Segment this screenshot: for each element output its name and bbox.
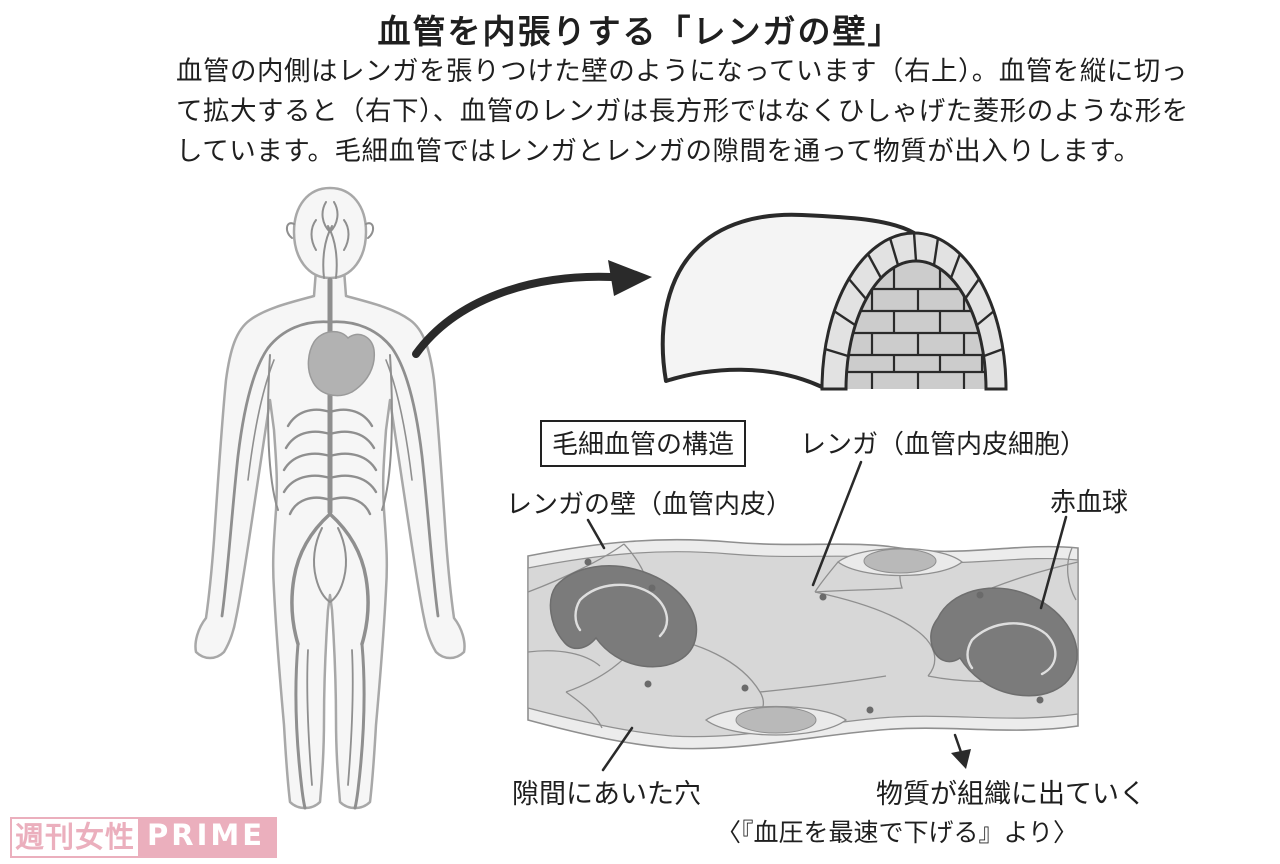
leader-lines (586, 460, 1068, 772)
watermark-magazine-logo: 週刊女性 (10, 817, 141, 858)
down-arrow-icon (951, 733, 971, 769)
red-blood-cell-right (930, 587, 1078, 697)
curved-arrow-icon (412, 260, 652, 358)
description-paragraph: 血管の内側はレンガを張りつけた壁のようになっています（右上）。血管を縦に切っ て… (176, 52, 1189, 172)
watermark: 週刊女性 PRIME (10, 817, 278, 858)
description-line-1: 血管の内側はレンガを張りつけた壁のようになっています（右上）。血管を縦に切っ (176, 56, 1188, 87)
label-hole-in-gap: 隙間にあいた穴 (512, 779, 701, 810)
description-line-3: しています。毛細血管ではレンガとレンガの隙間を通って物質が出入りします。 (176, 136, 1141, 167)
capillary-wall-illustration (527, 538, 1079, 750)
label-brick-wall-endothelium: レンガの壁（血管内皮） (506, 490, 793, 520)
page-title: 血管を内張りする「レンガの壁」 (377, 12, 903, 51)
source-credit: 〈『血圧を最速で下げる』より〉 (716, 818, 1079, 847)
red-blood-cell-left (549, 565, 698, 668)
red-blood-cells (549, 565, 1078, 697)
watermark-prime-logo: PRIME (140, 817, 278, 858)
arch-brick-joints (824, 232, 1004, 358)
description-line-2: て拡大すると（右下）、血管のレンガは長方形ではなくひしゃげた菱形のような形を (176, 96, 1189, 127)
label-red-blood-cell: 赤血球 (1050, 488, 1129, 518)
label-capillary-structure: 毛細血管の構造 (540, 420, 747, 467)
body-head (292, 186, 368, 280)
tunnel-arch-ring (820, 231, 1008, 391)
brick-tunnel-illustration (660, 212, 1008, 391)
cell-nuclei (704, 547, 964, 736)
label-brick-endothelial-cell: レンガ（血管内皮細胞） (800, 430, 1087, 460)
human-circulatory-figure-icon (194, 186, 466, 810)
heart-icon (307, 330, 376, 397)
label-substance-exit: 物質が組織に出ていく (876, 779, 1146, 810)
cell-dots (584, 558, 1044, 714)
